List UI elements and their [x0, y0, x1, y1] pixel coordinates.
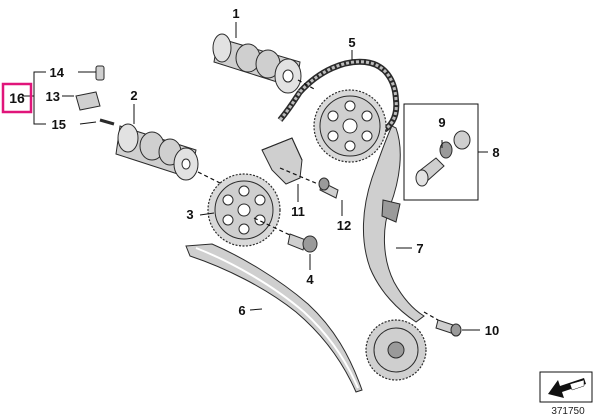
- label-1[interactable]: 1: [232, 6, 239, 21]
- label-3[interactable]: 3: [186, 207, 193, 222]
- sprocket-upper[interactable]: [313, 89, 387, 163]
- group-bracket: [33, 71, 46, 125]
- label-7[interactable]: 7: [416, 241, 423, 256]
- label-4[interactable]: 4: [306, 272, 314, 287]
- diagram-number: 371750: [551, 406, 585, 417]
- highlight-box-16: [1, 82, 33, 114]
- label-14[interactable]: 14: [50, 65, 65, 80]
- crankshaft-gear[interactable]: [365, 319, 427, 381]
- label-12[interactable]: 12: [337, 218, 351, 233]
- tensioner-rail[interactable]: [363, 125, 425, 323]
- axis-line: [197, 171, 223, 185]
- leader-line: [79, 121, 97, 125]
- label-2[interactable]: 2: [130, 88, 137, 103]
- label-5[interactable]: 5: [348, 35, 355, 50]
- bolt-4[interactable]: [287, 233, 318, 253]
- small-parts-group[interactable]: [75, 65, 115, 126]
- bolt-10[interactable]: [435, 319, 462, 337]
- camshaft-upper[interactable]: [212, 33, 302, 94]
- label-16[interactable]: 16: [9, 90, 25, 106]
- axis-line: [297, 79, 317, 91]
- label-10[interactable]: 10: [485, 323, 499, 338]
- timing-chain[interactable]: [277, 58, 400, 135]
- tensioner-assembly[interactable]: [403, 103, 479, 201]
- label-15[interactable]: 15: [52, 117, 66, 132]
- camshaft-lower[interactable]: [115, 123, 199, 181]
- label-13[interactable]: 13: [46, 89, 60, 104]
- label-8[interactable]: 8: [492, 145, 499, 160]
- bolt-12[interactable]: [318, 177, 339, 199]
- leader-line: [199, 212, 215, 216]
- leader-line: [249, 308, 263, 311]
- label-9[interactable]: 9: [438, 115, 445, 130]
- label-6[interactable]: 6: [238, 303, 245, 318]
- guide-rail[interactable]: [185, 243, 363, 393]
- axis-line: [423, 311, 439, 321]
- chain-guide-bracket[interactable]: [261, 137, 303, 185]
- label-11[interactable]: 11: [291, 204, 305, 219]
- sprocket-lower[interactable]: [207, 173, 281, 247]
- arrow-left-icon[interactable]: [539, 371, 593, 403]
- axis-line: [253, 217, 293, 237]
